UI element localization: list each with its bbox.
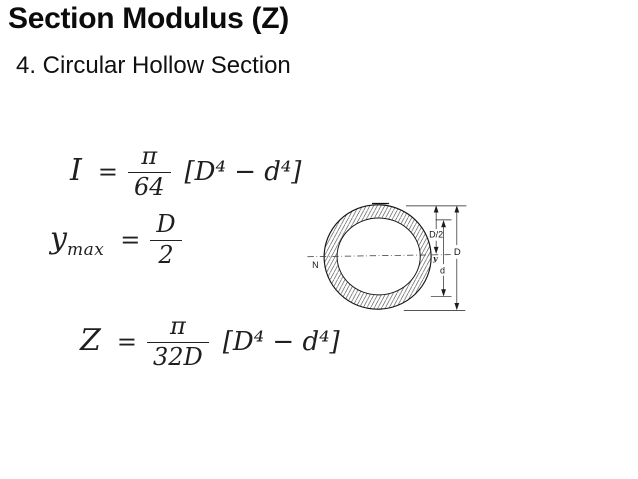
arrowhead-down-icon xyxy=(433,246,439,255)
variable-y: y xyxy=(50,220,67,256)
arrowhead-down-icon xyxy=(441,289,446,297)
bracket-term: [D⁴ − d⁴] xyxy=(222,327,340,358)
equals-sign: = xyxy=(97,158,118,187)
variable-I: I xyxy=(70,152,82,188)
fraction: π 32D xyxy=(146,313,209,371)
dimension-outer-diameter: D xyxy=(454,205,461,311)
fraction-numerator: D xyxy=(150,211,182,241)
half-diameter-label: D/2 xyxy=(429,230,443,240)
formula-section-modulus: Z = π 32D [D⁴ − d⁴] xyxy=(80,313,340,371)
neutral-axis-line xyxy=(307,254,454,258)
arrowhead-down-icon xyxy=(454,303,460,311)
fraction-numerator: π xyxy=(127,143,171,173)
outer-circle xyxy=(323,204,432,310)
bracket-term: [D⁴ − d⁴] xyxy=(184,157,302,188)
fibre-distance-label: y xyxy=(432,254,438,263)
fraction: D 2 xyxy=(150,211,182,269)
formula-lhs: Z xyxy=(80,323,101,362)
fraction-denominator: 2 xyxy=(158,240,174,269)
fraction-denominator: 32D xyxy=(152,342,203,371)
dimension-inner-diameter: d xyxy=(440,220,446,297)
equals-sign: = xyxy=(116,328,137,357)
formula-moment-of-inertia: I = π 64 [D⁴ − d⁴] xyxy=(70,143,302,201)
hollow-section-figure: N D/2 y d D xyxy=(307,202,467,311)
page-subtitle: 4. Circular Hollow Section xyxy=(16,52,291,79)
equals-sign: = xyxy=(120,226,141,255)
arrowhead-up-icon xyxy=(454,205,460,213)
formula-lhs: ymax xyxy=(50,221,104,260)
formula-ymax: ymax = D 2 xyxy=(50,211,196,269)
neutral-axis-label: N xyxy=(312,260,319,270)
variable-Z: Z xyxy=(80,322,101,358)
arrowhead-up-icon xyxy=(441,220,446,228)
dimension-half-diameter: D/2 y xyxy=(429,205,443,263)
formula-lhs: I xyxy=(70,153,82,192)
fraction-numerator: π xyxy=(146,313,209,343)
outer-diameter-label: D xyxy=(454,247,461,258)
fraction: π 64 xyxy=(127,143,171,201)
fraction-denominator: 64 xyxy=(133,172,165,201)
lhs-subscript: max xyxy=(66,239,105,260)
inner-diameter-label: d xyxy=(440,266,445,276)
page-title: Section Modulus (Z) xyxy=(8,2,289,35)
